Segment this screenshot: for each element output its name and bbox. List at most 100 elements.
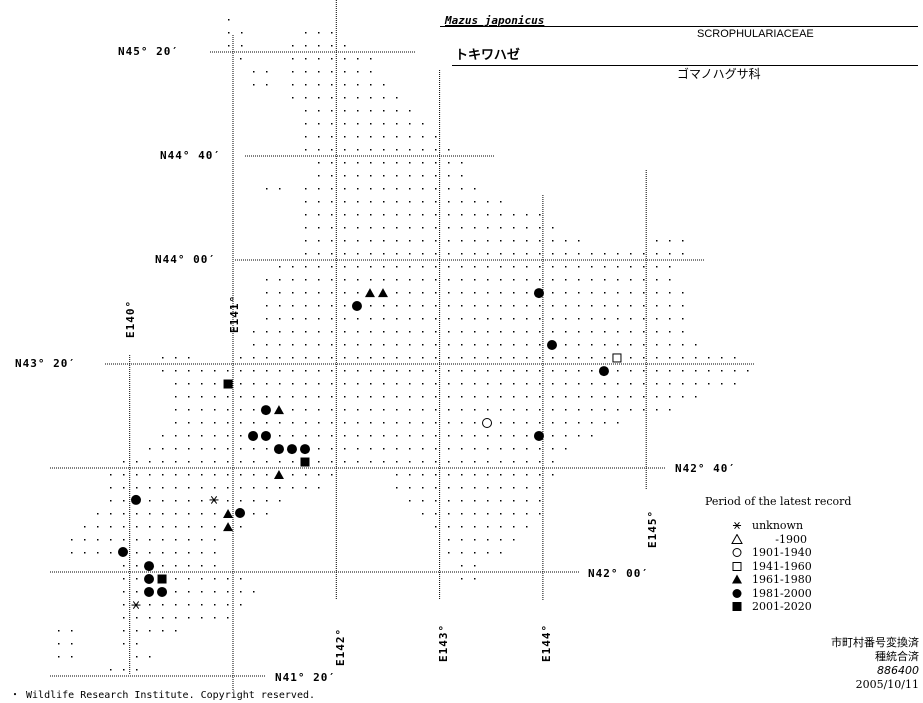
grid-dot [331,45,333,47]
grid-dot [487,201,489,203]
grid-dot [370,188,372,190]
grid-dot [630,318,632,320]
grid-dot [240,58,242,60]
grid-dot [656,396,658,398]
grid-dot [422,214,424,216]
grid-dot [617,331,619,333]
grid-dot [201,578,203,580]
grid-dot [175,422,177,424]
grid-dot [149,461,151,463]
grid-dot [370,266,372,268]
grid-dot [292,84,294,86]
copyright: ・ Wildlife Research Institute. Copyright… [10,690,316,701]
filled-triangle-marker [273,405,284,415]
grid-dot [383,97,385,99]
filled-circle-marker [533,288,544,299]
grid-dot [201,448,203,450]
grid-dot [136,617,138,619]
grid-dot [318,435,320,437]
grid-dot [422,344,424,346]
grid-dot [409,461,411,463]
grid-dot [331,253,333,255]
grid-dot [500,513,502,515]
grid-dot [97,526,99,528]
grid-dot [461,214,463,216]
grid-dot [448,552,450,554]
grid-dot [643,331,645,333]
grid-dot [513,539,515,541]
grid-dot [227,487,229,489]
grid-dot [682,331,684,333]
grid-dot [578,357,580,359]
legend-label: 1941-1960 [752,559,812,573]
grid-dot [682,344,684,346]
grid-dot [357,175,359,177]
grid-dot [253,84,255,86]
grid-dot [84,526,86,528]
grid-dot [669,305,671,307]
grid-dot [474,396,476,398]
grid-dot [422,227,424,229]
grid-dot [487,214,489,216]
grid-dot [357,370,359,372]
grid-dot [656,318,658,320]
grid-dot [292,97,294,99]
grid-dot [500,500,502,502]
grid-dot [266,461,268,463]
grid-dot [604,253,606,255]
grid-dot [487,305,489,307]
grid-dot [240,461,242,463]
grid-dot [539,461,541,463]
grid-dot [565,409,567,411]
grid-dot [214,617,216,619]
grid-dot [448,487,450,489]
grid-dot [578,370,580,372]
grid-dot [487,396,489,398]
grid-dot [110,500,112,502]
grid-dot [344,357,346,359]
grid-dot [526,448,528,450]
grid-dot [344,97,346,99]
grid-dot [149,630,151,632]
open-triangle-marker [731,533,743,544]
survey-grid-dots [58,19,749,671]
grid-dot [669,357,671,359]
filled-circle-marker [248,430,259,441]
grid-dot [487,357,489,359]
grid-dot [305,84,307,86]
grid-dot [370,123,372,125]
grid-dot [630,305,632,307]
grid-dot [409,370,411,372]
grid-dot [526,422,528,424]
grid-dot [331,240,333,242]
grid-dot [383,149,385,151]
grid-dot [500,227,502,229]
grid-dot [318,448,320,450]
grid-dot [448,305,450,307]
grid-dot [97,552,99,554]
grid-dot [240,396,242,398]
grid-dot [175,500,177,502]
grid-dot [136,630,138,632]
grid-dot [331,136,333,138]
grid-dot [448,227,450,229]
grid-dot [448,422,450,424]
grid-dot [487,539,489,541]
grid-dot [396,175,398,177]
grid-dot [357,97,359,99]
grid-dot [656,253,658,255]
grid-dot [279,344,281,346]
grid-dot [305,396,307,398]
grid-dot [214,526,216,528]
grid-dot [331,71,333,73]
grid-dot [357,396,359,398]
grid-dot [396,292,398,294]
grid-dot [526,396,528,398]
grid-dot [643,253,645,255]
grid-dot [669,383,671,385]
grid-dot [487,253,489,255]
grid-dot [344,123,346,125]
grid-dot [344,71,346,73]
filled-triangle-marker [223,522,234,532]
scientific-name: Mazus japonicus [445,14,545,27]
